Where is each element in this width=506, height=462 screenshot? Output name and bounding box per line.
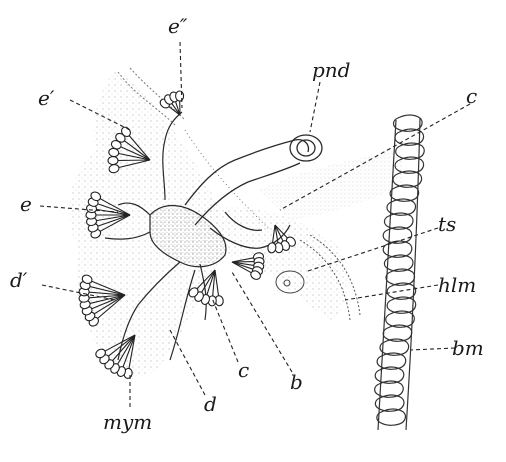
label-d-prime: d′: [10, 270, 27, 290]
label-bm: bm: [452, 338, 484, 358]
acinus-c-stalk: [215, 270, 219, 296]
label-c: c: [238, 360, 249, 380]
leader-bm: [410, 348, 455, 350]
label-c-top: c: [466, 86, 477, 106]
acinus-e-prime-bulb: [108, 157, 118, 165]
leader-c: [212, 298, 238, 362]
label-hlm: hlm: [438, 275, 476, 295]
label-e-double-prime: e″: [168, 16, 187, 36]
acinus-e-prime-stalk: [118, 160, 150, 161]
bm-right-edge: [406, 118, 420, 430]
acinus-e-double-prime-bulb: [175, 91, 183, 101]
pnd-duct-opening: [290, 135, 322, 161]
label-e-prime: e′: [38, 88, 54, 108]
label-d: d: [204, 394, 217, 414]
label-pnd: pnd: [312, 60, 351, 80]
label-mym: mym: [103, 412, 152, 432]
label-b: b: [290, 372, 303, 392]
leader-pnd: [310, 82, 320, 132]
label-ts: ts: [438, 214, 456, 234]
label-e: e: [20, 194, 32, 214]
leader-b: [232, 272, 292, 372]
